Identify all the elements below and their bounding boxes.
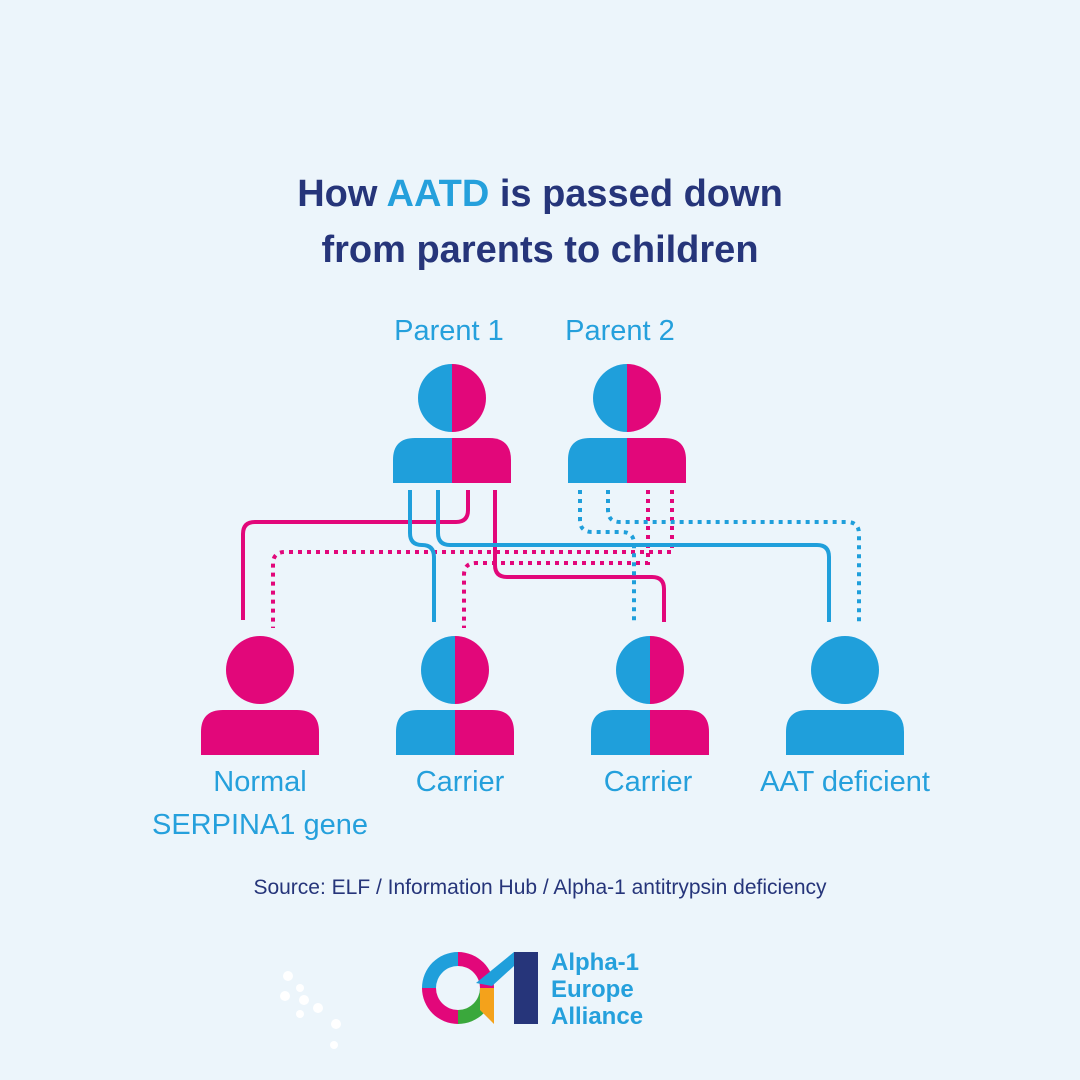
page-title: How AATD is passed down from parents to … [297,173,783,271]
alpha-1-logo-mark [422,952,538,1024]
child-carrier-2-figure [591,636,709,755]
line-parent1-blue-to-deficient [436,490,831,622]
line-parent1-pink-to-normal [241,490,470,620]
child-deficient-figure [786,636,904,755]
line-parent2-blue-to-carrier2 [578,490,636,622]
child-deficient-label: AAT deficient [760,766,930,798]
line-parent1-blue-to-carrier1 [408,490,436,622]
parent-2-label: Parent 2 [565,315,675,347]
child-carrier-1-label: Carrier [415,766,505,798]
line-parent2-pink-to-carrier1 [462,490,650,628]
child-carrier-1-figure [396,636,514,755]
line-parent1-pink-to-carrier2 [493,490,666,622]
source-citation: Source: ELF / Information Hub / Alpha-1 … [253,876,827,899]
parent-2-figure [568,364,686,483]
decorative-dots [280,971,341,1049]
parent-1-figure [393,364,511,483]
line-parent2-pink-to-normal [271,490,674,628]
parent-1-label: Parent 1 [394,315,504,347]
child-normal-label: Normal SERPINA1 gene [151,766,368,841]
child-carrier-2-label: Carrier [603,766,693,798]
line-parent2-blue-to-deficient [606,490,861,622]
inheritance-lines [241,490,861,628]
child-normal-figure [201,636,319,755]
alliance-logo-text: Alpha-1 Europe Alliance [551,949,644,1030]
title-accent-aatd: AATD [386,173,490,215]
